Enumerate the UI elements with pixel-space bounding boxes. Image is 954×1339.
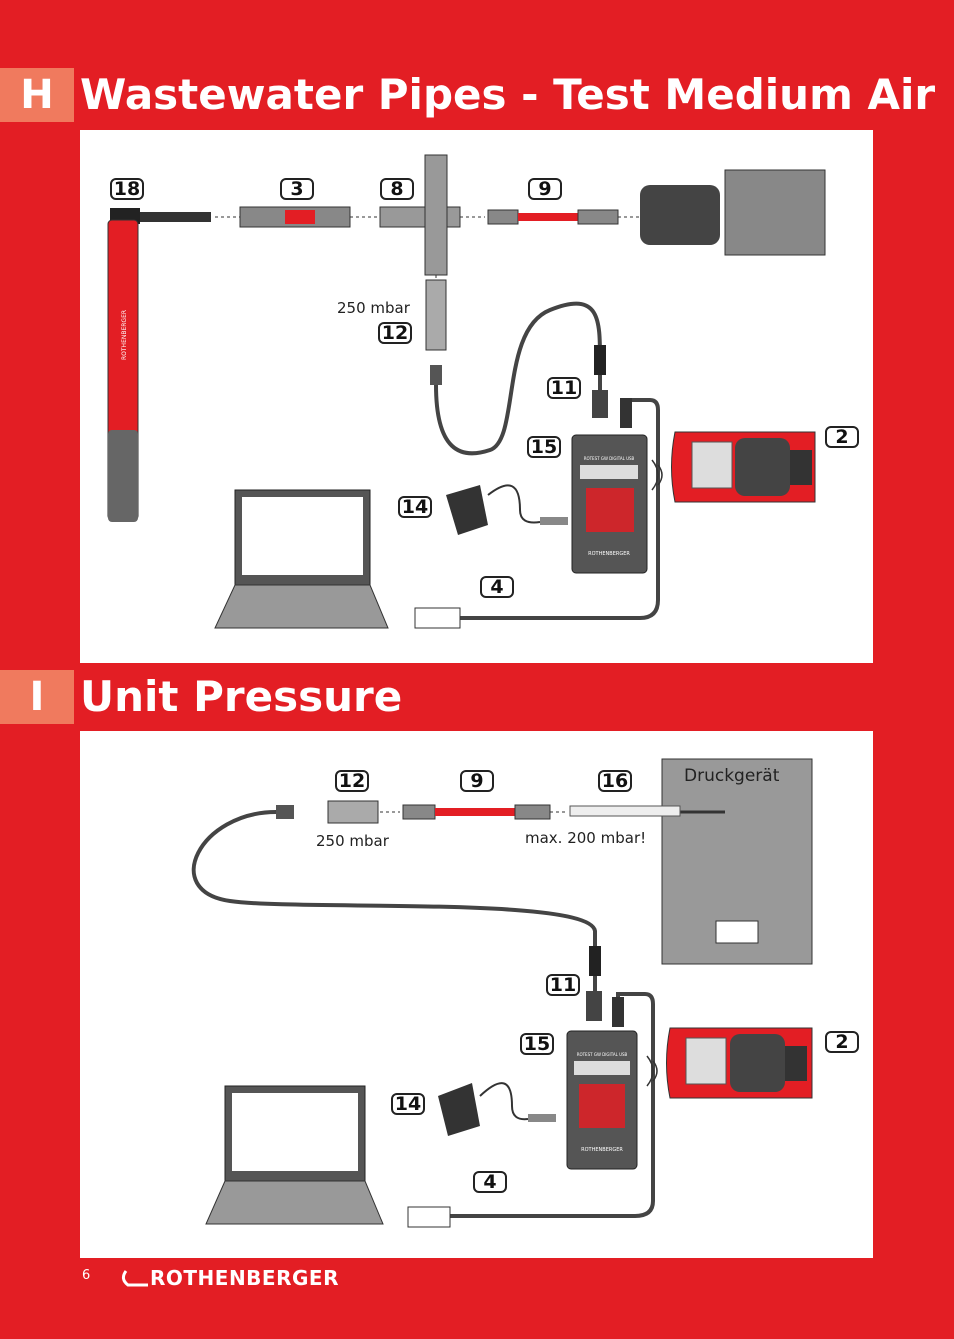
cable-4 <box>460 398 660 620</box>
section-h-title: Wastewater Pipes - Test Medium Air <box>80 70 936 119</box>
svg-text:ROTEST GW DIGITAL USB: ROTEST GW DIGITAL USB <box>584 456 635 461</box>
badge-4-i: 4 <box>473 1171 507 1193</box>
valve-3-handle <box>285 210 315 224</box>
page-number: 6 <box>82 1268 91 1283</box>
pipe-plug <box>640 185 720 245</box>
device-keypad <box>586 488 634 532</box>
badge-14-i: 14 <box>391 1093 425 1115</box>
svg-text:ROTHENBERGER: ROTHENBERGER <box>121 310 128 360</box>
cross-8 <box>379 206 461 228</box>
probe-18-bottom <box>108 430 138 522</box>
connection-diagram-h: ROTHENBERGER ROTEST GW DIGITAL USB <box>107 154 826 629</box>
badge-2: 2 <box>825 426 859 448</box>
badge-8: 8 <box>380 178 414 200</box>
badge-9-i: 9 <box>460 770 494 792</box>
brand-name: ROTHENBERGER <box>150 1266 339 1290</box>
device-label: Druckgerät <box>684 766 780 786</box>
usb-plug <box>414 607 461 629</box>
badge-4: 4 <box>480 576 514 598</box>
section-i-title: Unit Pressure <box>80 672 403 721</box>
diagram-panel-i: ROTEST GW DIGITAL USB ROTHENBERGER 12 9 … <box>80 731 873 1258</box>
badge-14: 14 <box>398 496 432 518</box>
brand-swoosh-icon <box>121 1270 148 1287</box>
hose-9-i <box>435 808 515 816</box>
laptop-keyboard <box>214 584 389 629</box>
cable-11-i <box>191 810 597 991</box>
badge-15-i: 15 <box>520 1033 554 1055</box>
section-h-letter: H <box>0 68 74 122</box>
badge-2-i: 2 <box>825 1031 859 1053</box>
laptop-keyboard-i <box>205 1180 384 1225</box>
badge-11: 11 <box>547 377 581 399</box>
badge-15: 15 <box>527 436 561 458</box>
diagram-panel-h: ROTHENBERGER ROTEST GW DIGITAL USB <box>80 130 873 663</box>
max-pressure-label: max. 200 mbar! <box>525 829 647 847</box>
section-i-letter: I <box>0 670 74 724</box>
cable-4-i <box>450 992 655 1218</box>
cross-8-vertical <box>424 154 448 276</box>
badge-3: 3 <box>280 178 314 200</box>
gauge-12-i <box>327 800 379 824</box>
badge-18: 18 <box>110 178 144 200</box>
svg-text:ROTHENBERGER: ROTHENBERGER <box>588 551 630 557</box>
brand-logo: ROTHENBERGER <box>120 1266 339 1290</box>
pressure-label-h: 250 mbar <box>337 299 410 317</box>
gauge-12 <box>425 279 447 351</box>
device-keypad-i <box>579 1084 625 1128</box>
cable-11 <box>434 301 602 456</box>
charger-14 <box>446 485 488 535</box>
charger-14-i <box>438 1083 480 1136</box>
badge-12-i: 12 <box>335 770 369 792</box>
hose-9 <box>518 213 578 221</box>
svg-text:ROTEST GW DIGITAL USB: ROTEST GW DIGITAL USB <box>577 1052 628 1057</box>
badge-11-i: 11 <box>546 974 580 996</box>
badge-12: 12 <box>378 322 412 344</box>
svg-text:ROTHENBERGER: ROTHENBERGER <box>581 1147 623 1153</box>
pipe <box>724 169 826 256</box>
badge-9: 9 <box>528 178 562 200</box>
pressure-label-i: 250 mbar <box>316 832 389 850</box>
badge-16: 16 <box>598 770 632 792</box>
hose-18 <box>136 212 211 222</box>
connection-diagram-i: ROTEST GW DIGITAL USB ROTHENBERGER <box>191 758 813 1228</box>
hose-16 <box>569 805 681 817</box>
